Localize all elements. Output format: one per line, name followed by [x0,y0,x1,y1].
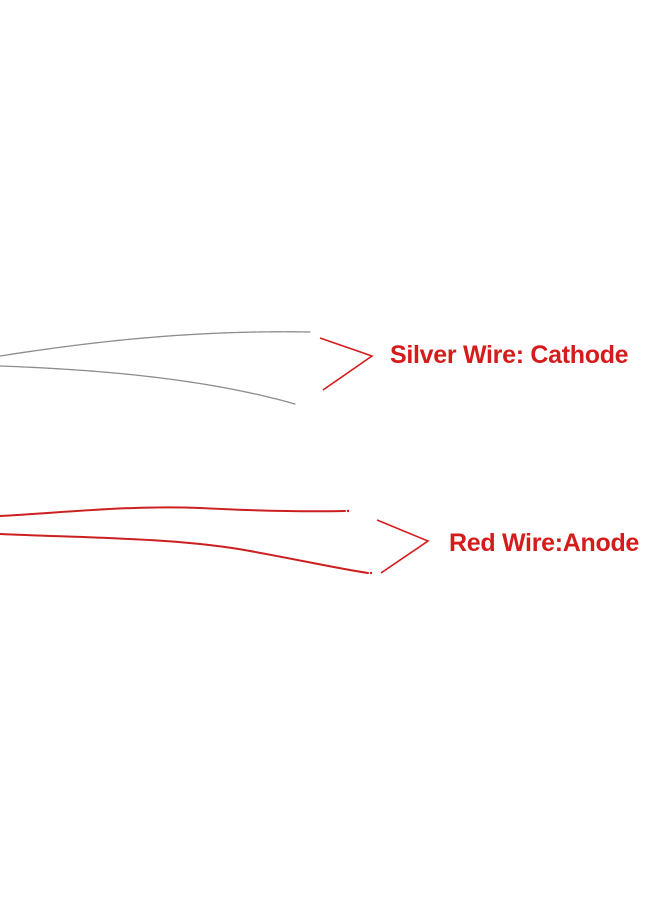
silver-wire-cathode-label: Silver Wire: Cathode [390,341,629,369]
silver-wire-upper-strand [0,331,311,357]
silver-wire [0,331,311,405]
red-wire-lower-strand [0,533,369,574]
red-wire-anode-label: Red Wire:Anode [449,529,640,557]
red-wire-lower-tip [369,571,373,575]
red-wire-upper-strand [0,506,346,517]
red-pointer-arrow [376,519,430,574]
silver-wire-lower-strand [0,365,296,405]
silver-pointer-arrow [319,337,374,391]
red-wire [0,506,373,575]
red-wire-upper-tip [346,509,350,513]
